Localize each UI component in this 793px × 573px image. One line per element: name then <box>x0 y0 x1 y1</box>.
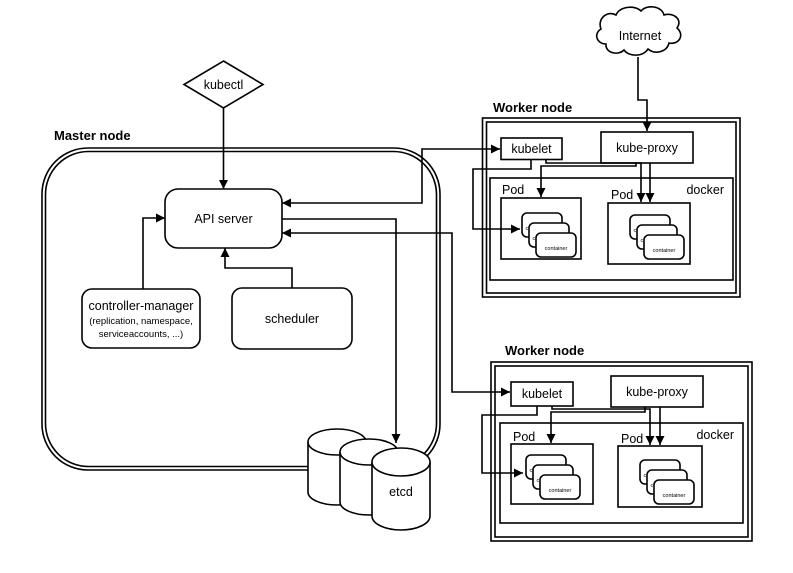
internet-group: Internet <box>595 6 682 56</box>
container-label: container <box>545 246 568 252</box>
worker-node-bottom-group: Worker node kubelet kube-proxy docker Po… <box>490 343 753 542</box>
container-label: container <box>549 488 572 494</box>
container-label: container <box>653 248 676 254</box>
edge-kube-proxy-to-pod1-top <box>536 163 637 197</box>
etcd-cylinders: etcd <box>307 428 431 531</box>
container-card <box>539 474 581 500</box>
edge-kubelet-to-pod2-bottom <box>551 406 655 445</box>
pod-2-container-stack: container container container <box>639 459 695 505</box>
edge-kube-proxy-to-pod1-bottom <box>546 407 646 443</box>
container-card <box>643 234 685 260</box>
edges <box>142 57 665 478</box>
controller-manager-subtitle-1: (replication, namespace, <box>89 316 193 327</box>
master-node-group: Master node API server controller-manage… <box>41 128 441 471</box>
container-card <box>653 479 695 505</box>
controller-manager-subtitle-2: serviceaccounts, ...) <box>99 329 183 340</box>
api-server-label: API server <box>194 212 252 226</box>
container-label: container <box>663 493 686 499</box>
pod-2-container-stack: container container container <box>629 214 685 260</box>
kubelet-box <box>500 137 563 161</box>
internet-label: Internet <box>619 29 662 43</box>
edge-api-server-kubelet-top <box>282 144 500 208</box>
edge-controller-manager-to-api-server <box>142 213 165 289</box>
docker-label: docker <box>686 183 724 197</box>
scheduler-label: scheduler <box>265 312 319 326</box>
master-node-title: Master node <box>54 128 131 143</box>
kube-proxy-label: kube-proxy <box>616 141 679 155</box>
kubelet-label: kubelet <box>511 142 552 156</box>
kubelet-box <box>510 381 574 407</box>
worker-node-top-title: Worker node <box>493 100 572 115</box>
pod-1-container-stack: container container container <box>521 212 577 258</box>
pod-2-label: Pod <box>621 432 643 446</box>
kubectl-label: kubectl <box>204 78 244 92</box>
pod-1-label: Pod <box>502 183 524 197</box>
edge-kubelet-to-pod2-top <box>545 160 646 202</box>
etcd-label: etcd <box>389 485 413 499</box>
worker-node-bottom-title: Worker node <box>505 343 584 358</box>
kube-proxy-label: kube-proxy <box>626 385 689 399</box>
edge-kubelet-to-pod1-containers-top <box>472 160 532 234</box>
pod-1-container-stack: container container container <box>525 454 581 500</box>
docker-label: docker <box>696 428 734 442</box>
internet-cloud-icon <box>595 6 682 56</box>
container-card <box>535 232 577 258</box>
kubectl-group: kubectl <box>182 60 265 109</box>
worker-node-top-group: Worker node kubelet kube-proxy docker Po… <box>481 100 741 298</box>
pod-1-label: Pod <box>513 430 535 444</box>
etcd-cylinder-front: etcd <box>371 447 431 531</box>
kube-proxy-box <box>610 375 704 408</box>
edge-internet-to-kube-proxy <box>637 57 652 131</box>
pod-2-label: Pod <box>611 188 633 202</box>
controller-manager-label: controller-manager <box>89 299 194 313</box>
kubelet-label: kubelet <box>522 387 563 401</box>
controller-manager-box <box>81 288 201 349</box>
kube-proxy-box <box>600 131 694 164</box>
edge-kubelet-to-pod1-containers-bottom <box>481 406 538 478</box>
edge-api-server-kubelet-bottom <box>282 228 510 397</box>
